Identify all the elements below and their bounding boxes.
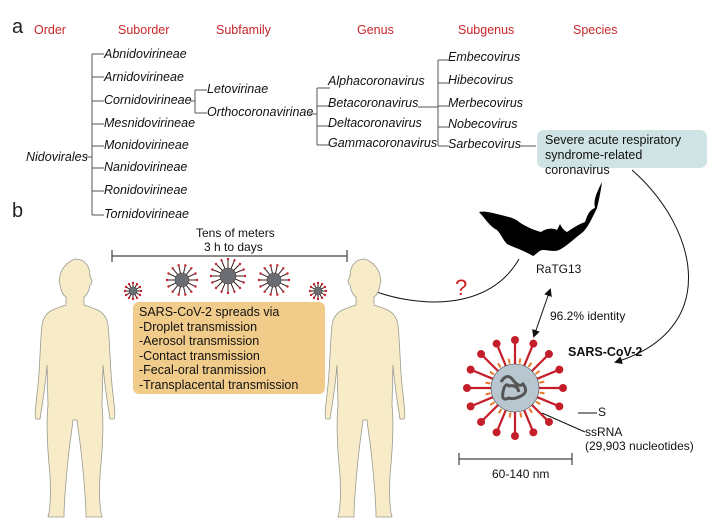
virus-particle-icon (123, 281, 143, 301)
route-item: -Aerosol transmission (139, 334, 260, 349)
taxon-genus: Alphacoronavirus (328, 74, 425, 88)
virus-particle-icon (463, 336, 567, 440)
taxon-subfamily: Orthocoronavirinae (207, 105, 314, 119)
bat-virus-label: RaTG13 (536, 262, 582, 276)
species-line-1: Severe acute respiratory (545, 133, 682, 147)
arrow-identity (532, 288, 552, 338)
ssrna-icon (499, 375, 528, 401)
rank-subgenus: Subgenus (458, 23, 515, 37)
rank-species: Species (573, 23, 618, 37)
human-figure-right (324, 258, 406, 518)
transmission-box: SARS-CoV-2 spreads via -Droplet transmis… (133, 302, 325, 394)
human-figure-left (34, 258, 116, 518)
taxon-subgenus: Merbecovirus (448, 96, 524, 110)
rank-subfamily: Subfamily (216, 23, 271, 37)
taxon-suborder: Monidovirineae (104, 138, 189, 152)
taxon-subgenus: Sarbecovirus (448, 137, 521, 151)
bat-icon (479, 182, 602, 256)
species-box: Severe acute respiratory syndrome-relate… (537, 130, 707, 177)
taxon-subgenus: Embecovirus (448, 50, 521, 64)
taxon-suborder: Abnidovirineae (104, 47, 187, 61)
identity-label: 96.2% identity (550, 309, 626, 323)
route-item: -Fecal-oral tranmission (139, 363, 267, 378)
virus-particle-icon (308, 281, 328, 301)
route-item: -Contact transmission (139, 348, 260, 363)
rank-order: Order (34, 23, 66, 37)
arrow-bat-to-human (364, 258, 520, 303)
arrow-species-to-virion (614, 169, 689, 365)
virion-size-label: 60-140 nm (492, 467, 550, 481)
transmission-title: SARS-CoV-2 spreads via (139, 305, 280, 319)
duration-label: 3 h to days (204, 240, 263, 254)
taxon-suborder: Mesnidovirineae (104, 116, 196, 130)
taxon-suborder: Cornidovirineae (104, 93, 192, 107)
sars-cov-2-virion-icon (463, 336, 567, 440)
airborne-viruses (123, 258, 328, 301)
panel-label-a: a (12, 16, 24, 38)
virion-name: SARS-CoV-2 (568, 345, 643, 359)
spike-label: S (598, 405, 607, 419)
virus-particle-icon (165, 264, 199, 296)
species-line-2: syndrome-related coronavirus (545, 148, 643, 177)
taxon-suborder: Arnidovirineae (104, 70, 184, 84)
route-item: -Droplet transmission (139, 319, 258, 334)
taxon-subgenus: Hibecovirus (448, 73, 514, 87)
rank-suborder: Suborder (118, 23, 170, 37)
rna-length-label: (29,903 nucleotides) (585, 439, 694, 453)
taxon-suborder: Tornidovirineae (104, 207, 190, 221)
taxon-genus: Gammacoronavirus (328, 136, 438, 150)
route-item: -Transplacental transmission (139, 377, 299, 392)
question-mark: ? (455, 275, 468, 300)
taxon-suborder: Ronidovirineae (104, 183, 188, 197)
distance-label: Tens of meters (196, 226, 275, 240)
taxon-suborder: Nanidovirineae (104, 160, 188, 174)
taxon-subgenus: Nobecovirus (448, 117, 518, 131)
rank-genus: Genus (357, 23, 394, 37)
virus-particle-icon (209, 258, 247, 295)
taxon-genus: Betacoronavirus (328, 96, 419, 110)
virus-particle-icon (257, 264, 291, 296)
taxon-order: Nidovirales (26, 150, 88, 164)
rna-label: ssRNA (585, 425, 623, 439)
taxon-genus: Deltacoronavirus (328, 116, 422, 130)
taxon-subfamily: Letovirinae (207, 82, 269, 96)
panel-label-b: b (12, 200, 24, 222)
